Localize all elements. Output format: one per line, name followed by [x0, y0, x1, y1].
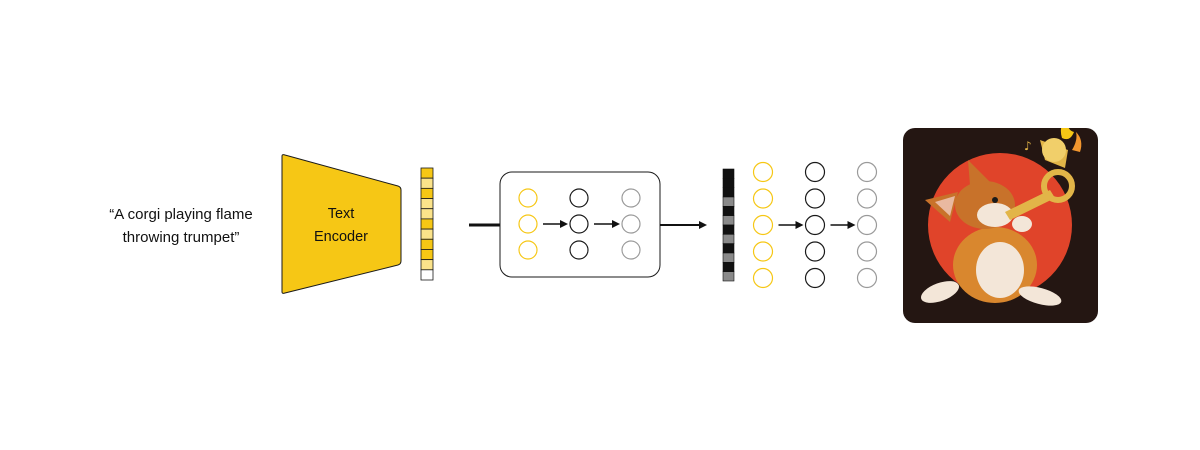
network-node [621, 214, 641, 234]
image-embedding-cell [722, 215, 735, 226]
network-node [752, 214, 774, 236]
image-embedding-cell [722, 178, 735, 188]
image-embedding-cell [722, 243, 735, 254]
network-node [569, 214, 589, 234]
network-node [804, 188, 826, 209]
image-embedding-cell [722, 168, 735, 179]
prior-network [518, 188, 641, 260]
decoder-network [752, 161, 878, 289]
network-node [752, 188, 774, 209]
network-node [621, 188, 641, 208]
network-node [569, 188, 589, 208]
text-embedding-cell [420, 167, 434, 179]
text-embedding-cell [420, 198, 434, 210]
network-node [518, 214, 538, 234]
network-node [518, 188, 538, 208]
network-node [752, 267, 774, 289]
network-node [856, 214, 878, 236]
network-node [569, 240, 589, 260]
text-encoder-label-line-1: Text [327, 206, 355, 222]
text-embedding-cell [420, 238, 434, 250]
text-embedding-cell [420, 269, 434, 281]
network-node [804, 161, 826, 183]
network-node [804, 241, 826, 262]
image-embedding-vector [722, 168, 735, 282]
text-embedding-cell [420, 218, 434, 230]
svg-text:♪: ♪ [1024, 139, 1032, 153]
image-embedding-cell [722, 252, 735, 263]
text-prompt-line-2: throwing trumpet” [122, 229, 240, 246]
text-embedding-cell [420, 187, 434, 199]
network-node [621, 240, 641, 260]
text-embedding-cell [420, 249, 434, 261]
corgi-trumpet-illustration-icon: ♪ [903, 128, 1098, 323]
text-prompt-line-1: “A corgi playing flame [109, 206, 253, 223]
image-embedding-cell [722, 234, 735, 244]
network-node [856, 241, 878, 262]
network-node [518, 240, 538, 260]
text-embedding-cell [420, 228, 434, 240]
image-embedding-cell [722, 224, 735, 235]
network-node [856, 188, 878, 209]
text-embedding-cell [420, 177, 434, 189]
image-embedding-cell [722, 196, 735, 207]
text-encoder-label-line-2: Encoder [313, 229, 368, 245]
text-encoder-block [281, 154, 402, 294]
image-embedding-cell [722, 206, 735, 216]
network-node [752, 241, 774, 262]
text-embedding-vector [420, 167, 434, 281]
network-node [856, 267, 878, 289]
network-node [752, 161, 774, 183]
text-embedding-cell [420, 208, 434, 220]
network-node [856, 161, 878, 183]
image-embedding-cell [722, 187, 735, 198]
text-embedding-cell [420, 259, 434, 271]
prior-box [499, 171, 661, 278]
image-embedding-cell [722, 262, 735, 272]
text-prompt: “A corgi playing flame throwing trumpet” [86, 203, 276, 249]
text-encoder-label: Text Encoder [294, 203, 388, 249]
network-node [804, 214, 826, 236]
image-embedding-cell [722, 271, 735, 282]
network-node [804, 267, 826, 289]
